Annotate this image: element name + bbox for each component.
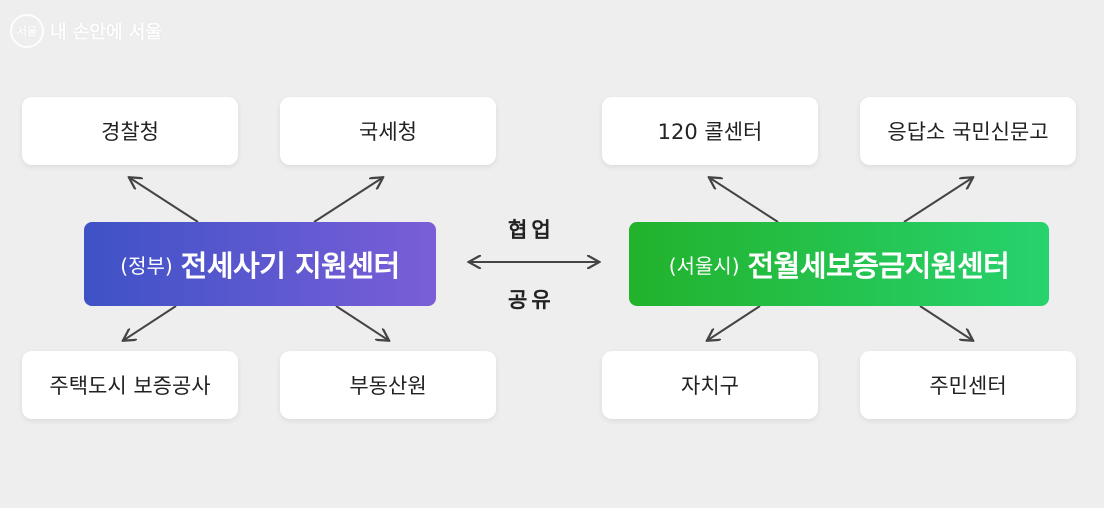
- node-eungdapso-label: 응답소 국민신문고: [887, 120, 1049, 144]
- node-eungdapso: 응답소 국민신문고: [860, 97, 1076, 165]
- arrow-gov-to-police: [130, 178, 199, 223]
- node-hug-label: 주택도시 보증공사: [49, 374, 211, 398]
- arrow-seoul-to-120: [710, 178, 779, 223]
- hub-seoul-name: 전월세보증금지원센터: [747, 249, 1010, 283]
- node-community-center-label: 주민센터: [929, 374, 1007, 398]
- hub-government-center: (정부) 전세사기 지원센터: [84, 222, 436, 306]
- label-sharing: 공유: [508, 288, 555, 312]
- label-cooperation: 협업: [508, 218, 555, 242]
- arrow-gov-to-reb: [335, 305, 388, 340]
- arrow-seoul-to-community: [919, 305, 972, 340]
- node-tax-service: 국세청: [280, 97, 496, 165]
- node-police: 경찰청: [22, 97, 238, 165]
- hub-government-prefix: (정부): [120, 253, 173, 278]
- hub-seoul-center: (서울시) 전월세보증금지원센터: [629, 222, 1049, 306]
- node-real-estate-board-label: 부동산원: [349, 374, 427, 398]
- arrow-gov-to-tax: [313, 178, 382, 223]
- node-district-label: 자치구: [681, 374, 739, 398]
- node-tax-service-label: 국세청: [359, 120, 417, 144]
- seoul-logo-text: 서울: [16, 25, 38, 38]
- node-hug: 주택도시 보증공사: [22, 351, 238, 419]
- node-120-call-center: 120 콜센터: [602, 97, 818, 165]
- node-120-call-center-label: 120 콜센터: [657, 120, 763, 144]
- arrow-seoul-to-district: [708, 305, 761, 340]
- node-real-estate-board: 부동산원: [280, 351, 496, 419]
- arrow-gov-to-hug: [124, 305, 177, 340]
- seoul-watermark: 서울 내 손안에 서울: [10, 14, 162, 48]
- hub-seoul-prefix: (서울시): [668, 253, 740, 278]
- node-police-label: 경찰청: [101, 120, 159, 144]
- hub-government-name: 전세사기 지원센터: [180, 249, 401, 283]
- arrow-seoul-to-eungdapso: [903, 178, 972, 223]
- watermark-text: 내 손안에 서울: [50, 22, 162, 43]
- node-district: 자치구: [602, 351, 818, 419]
- seoul-logo: 서울: [10, 14, 44, 48]
- node-community-center: 주민센터: [860, 351, 1076, 419]
